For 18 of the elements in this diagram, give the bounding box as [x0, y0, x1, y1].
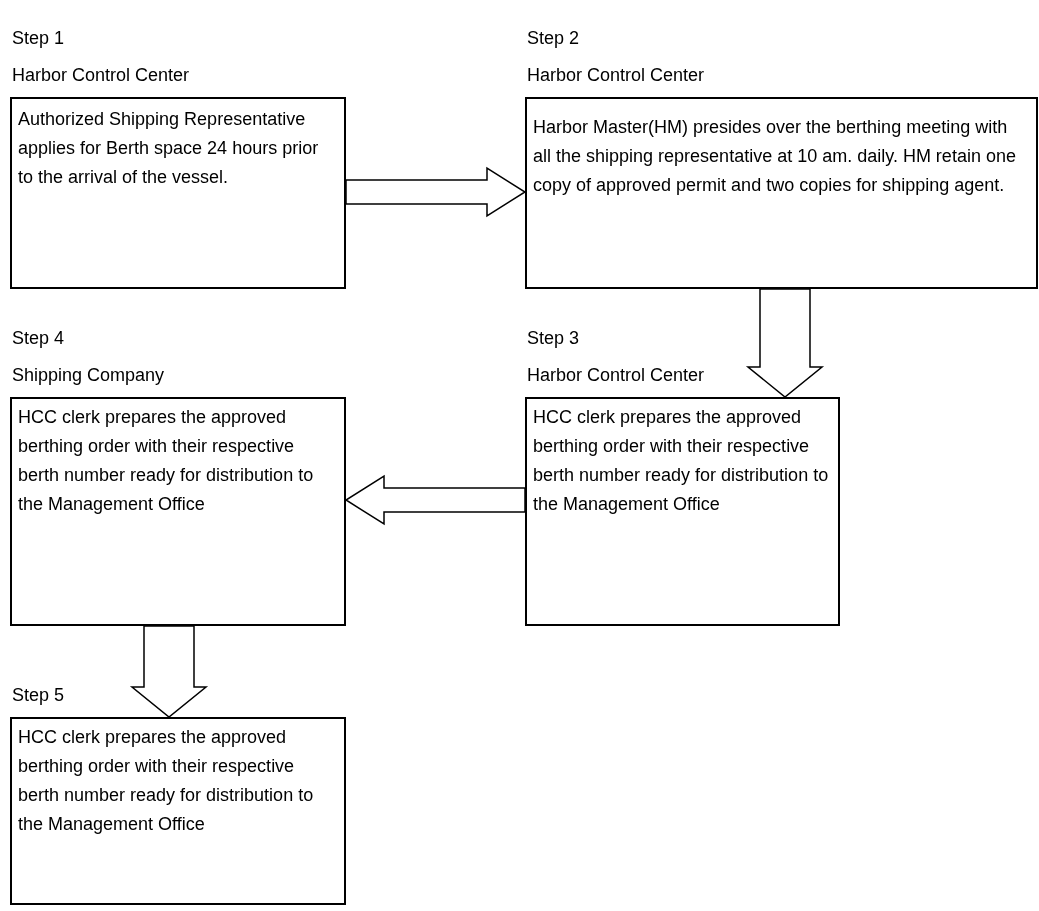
- block-arrow: [345, 166, 527, 218]
- step-heading: Step 5: [12, 684, 65, 707]
- block-arrow: [344, 474, 526, 526]
- block-arrow: [129, 625, 209, 718]
- step-description: Harbor Master(HM) presides over the berthing meeting with all the shipping representative at 10 am. daily. HM retain one copy of approved permit and two copies for shipping agent.: [533, 117, 1016, 195]
- step-description: HCC clerk prepares the approved berthing order with their respective berth number ready for distribution to the Management Office: [18, 727, 314, 834]
- step-heading: Step 3: [527, 327, 580, 350]
- block-arrow: [745, 288, 825, 398]
- step-heading: Step 1: [12, 27, 65, 50]
- location-heading: Shipping Company: [12, 364, 165, 387]
- step-description: Authorized Shipping Representative applies for Berth space 24 hours prior to the arrival of the vessel.: [18, 109, 319, 187]
- location-heading: Harbor Control Center: [527, 64, 705, 87]
- step-description: HCC clerk prepares the approved berthing order with their respective berth number ready for distribution to the Management Office: [533, 407, 829, 514]
- location-heading: Harbor Control Center: [527, 364, 705, 387]
- location-heading: Harbor Control Center: [12, 64, 190, 87]
- step-heading: Step 4: [12, 327, 65, 350]
- step-description: HCC clerk prepares the approved berthing order with their respective berth number ready for distribution to the Management Office: [18, 407, 314, 514]
- step-heading: Step 2: [527, 27, 580, 50]
